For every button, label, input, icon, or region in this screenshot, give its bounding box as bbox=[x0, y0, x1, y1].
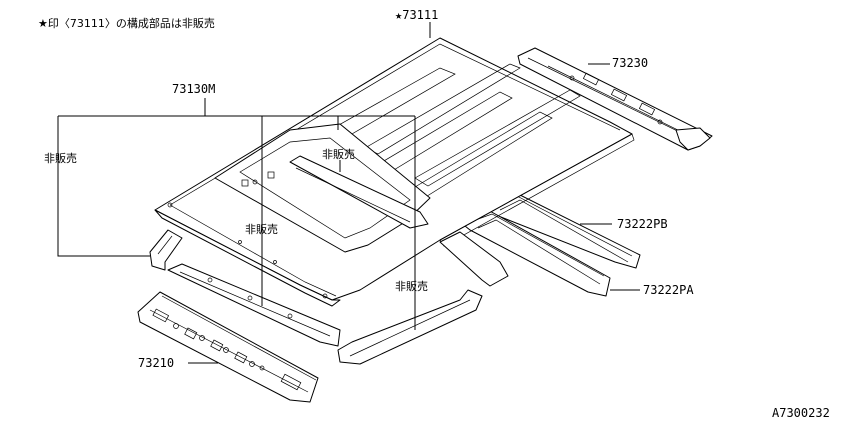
label-not-for-sale-sunroof: 非販売 bbox=[322, 148, 355, 161]
label-front-header: 73210 bbox=[138, 356, 174, 370]
label-roof-assembly: 73130M bbox=[172, 82, 215, 96]
label-roof: ★73111 bbox=[395, 8, 438, 22]
rear-header-panel bbox=[517, 47, 713, 151]
label-rail-pa: 73222PA bbox=[643, 283, 694, 297]
label-not-for-sale-right: 非販売 bbox=[395, 280, 428, 293]
label-not-for-sale-center: 非販売 bbox=[245, 223, 278, 236]
label-rail-pb: 73222PB bbox=[617, 217, 668, 231]
side-reinforcement-left bbox=[149, 229, 183, 271]
front-header-panel bbox=[137, 291, 319, 403]
label-rear-header: 73230 bbox=[612, 56, 648, 70]
note-text: ★印〈73111〉の構成部品は非販売 bbox=[38, 16, 215, 30]
label-not-for-sale-left: 非販売 bbox=[44, 152, 77, 165]
roof-inner-frame bbox=[167, 263, 341, 347]
bracket-73130m bbox=[57, 98, 416, 330]
sunroof-frame-front bbox=[289, 155, 429, 229]
side-rail-right bbox=[337, 231, 509, 365]
figure-code: A7300232 bbox=[772, 406, 830, 420]
roof-panel bbox=[154, 37, 635, 307]
